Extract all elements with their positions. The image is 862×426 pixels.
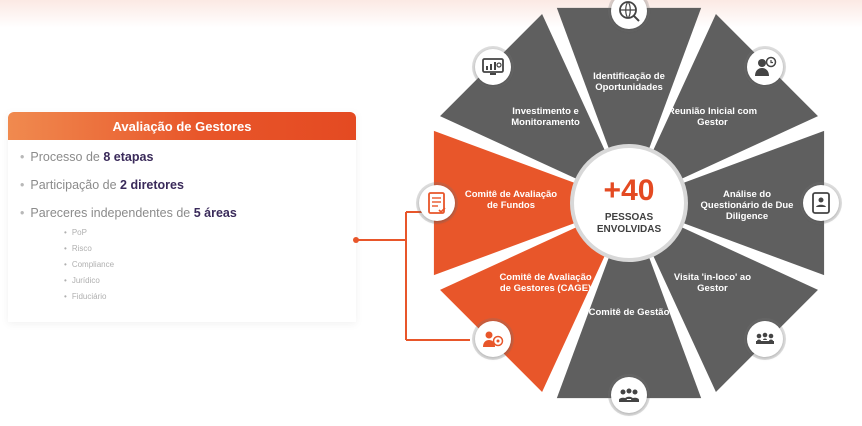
segment-label: Análise do Questionário de Due Diligence — [700, 189, 794, 222]
area-item: •PoP — [64, 228, 87, 237]
manager-target-icon — [475, 320, 512, 357]
monitor-chart-icon — [475, 49, 512, 86]
bullet-text: Pareceres independentes de — [30, 206, 194, 220]
questionnaire-icon — [803, 185, 839, 221]
bullet-text: Participação de — [30, 178, 121, 192]
segment-label: Visita 'in-loco' ao Gestor — [673, 272, 752, 295]
bullet-highlight: 2 diretores — [120, 178, 184, 192]
segment-label: Comitê de Avaliação de Fundos — [464, 189, 558, 211]
center-caption-line: ENVOLVIDAS — [596, 224, 662, 235]
bullet-dot-icon: • — [20, 150, 25, 164]
wheel-segment — [440, 227, 605, 392]
segment-label: Identificação de Oportunidades — [593, 71, 665, 93]
gestores-info-card: Avaliação de Gestores • Processo de 8 eta… — [8, 112, 356, 322]
wheel-segment — [556, 257, 702, 399]
bullet-highlight: 8 etapas — [103, 150, 154, 164]
bullet-dot-icon: • — [20, 206, 25, 220]
area-item: •Fiduciário — [64, 292, 107, 301]
team-meeting-icon — [746, 320, 783, 357]
card-title: Avaliação de Gestores — [8, 112, 356, 140]
meeting-clock-icon — [746, 49, 783, 86]
area-item: •Compliance — [64, 260, 115, 269]
area-item: •Risco — [64, 244, 92, 253]
wheel-segment — [653, 227, 818, 392]
center-caption-line: PESSOAS — [604, 212, 654, 223]
wheel-segment — [433, 130, 575, 276]
bullet-dot-icon: • — [20, 178, 25, 192]
bullet-text: Processo de — [30, 150, 104, 164]
connector-line — [353, 211, 470, 341]
fund-document-icon — [419, 185, 455, 221]
segment-label: Comitê de Avaliação de Gestores (CAGE) — [499, 272, 592, 295]
segment-label: Investimento e Monitoramento — [511, 105, 580, 128]
bullet-etapas: • Processo de 8 etapas — [20, 150, 153, 164]
wheel-segment — [556, 7, 702, 149]
bullet-areas: • Pareceres independentes de 5 áreas — [20, 206, 237, 220]
segment-label: Reunião Inicial com Gestor — [667, 105, 758, 128]
wheel-segment — [440, 14, 605, 179]
globe-search-icon — [611, 0, 647, 29]
center-caption: PESSOAS ENVOLVIDAS — [574, 212, 684, 236]
committee-icon — [611, 377, 647, 413]
segment-label: Comitê de Gestão — [588, 307, 670, 318]
bullet-highlight: 5 áreas — [193, 206, 237, 220]
wheel-segment — [683, 130, 825, 276]
area-item: •Jurídico — [64, 276, 100, 285]
wheel-segments — [433, 7, 825, 399]
wheel-segment — [653, 14, 818, 179]
bullet-diretores: • Participação de 2 diretores — [20, 178, 184, 192]
center-circle — [574, 148, 684, 258]
center-number: +40 — [603, 174, 655, 207]
